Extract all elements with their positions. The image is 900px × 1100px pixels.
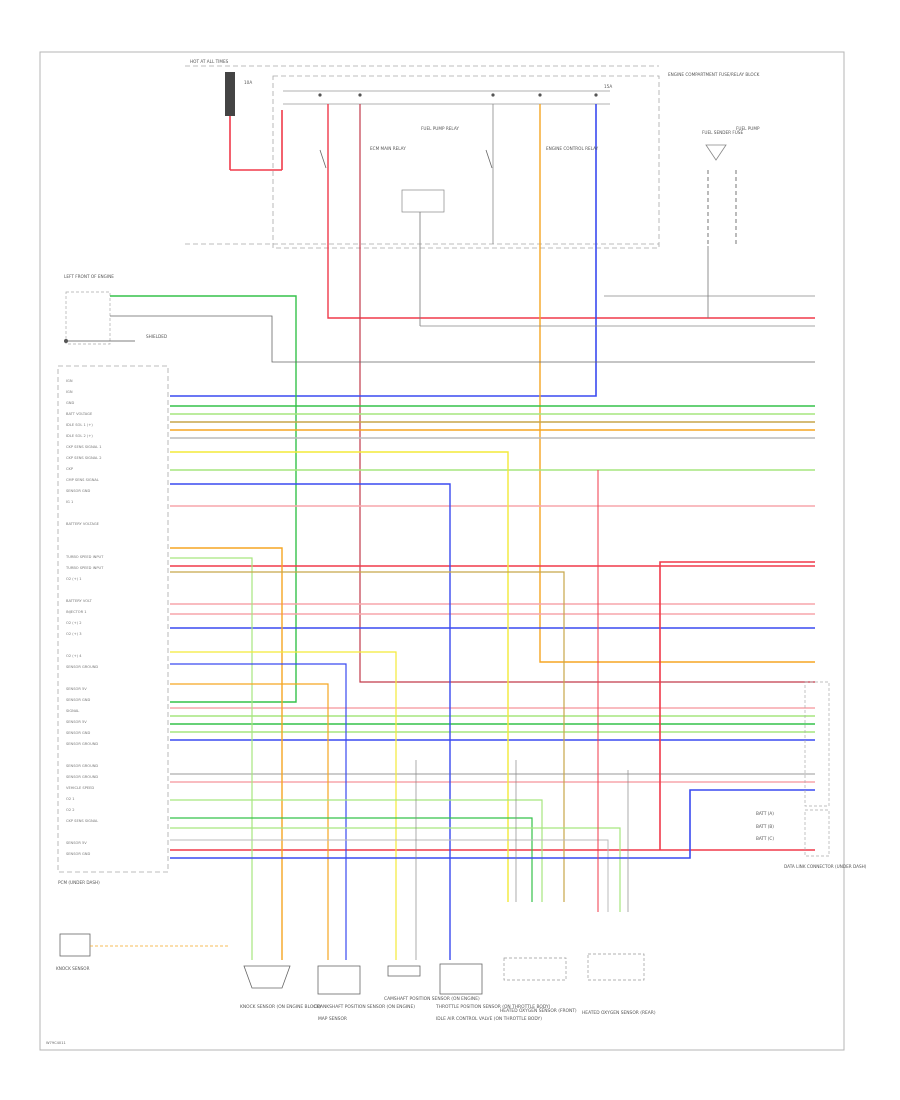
batt-b-label: BATT (B) (756, 824, 774, 829)
bottom-component-6 (587, 953, 645, 981)
bottom-component-3 (387, 965, 421, 977)
wire-black-shield (110, 315, 815, 363)
pcm-pin-label: SENSOR GROUND (66, 665, 98, 669)
pcm-pin-label: VEHICLE SPEED (66, 786, 94, 790)
fuse-block-label: ENGINE COMPARTMENT FUSE/RELAY BLOCK (668, 72, 760, 77)
wire-lgreen-bottom (170, 557, 253, 960)
bottom-label-1: KNOCK SENSOR (ON ENGINE BLOCK) (240, 1004, 321, 1010)
shield-ground (64, 291, 135, 345)
fusible-link-icon (225, 72, 283, 171)
wire-red-2 (659, 561, 815, 850)
wire-orange-2 (170, 683, 329, 960)
pcm-pin-label: IDLE SOL 1 (+) (66, 423, 93, 427)
pcm-pin-label: SENSOR GROUND (66, 775, 98, 779)
batt-c-label: BATT (C) (756, 836, 774, 841)
pcm-pin-label: SENSOR GND (66, 731, 90, 735)
wire-blue-bottom (170, 483, 451, 960)
wire-lgreen-2 (170, 799, 543, 902)
fuel-sender-fuse-label: FUEL SENDER FUSE (702, 130, 743, 135)
pcm-label: PCM (UNDER DASH) (58, 880, 100, 885)
fuel-pump-icon (705, 144, 737, 246)
wire-green-shield (110, 295, 297, 703)
wire-green-2 (170, 817, 533, 902)
ecm-main-relay-label: ECM MAIN RELAY (370, 146, 406, 151)
wire-yellow (170, 451, 509, 902)
pcm-pin-label: SIGNAL (66, 709, 79, 713)
pcm-pin-label: TURBO SPEED INPUT (65, 566, 104, 570)
pcm-pin-label: SENSOR GND (66, 852, 90, 856)
wire-blue-3 (170, 789, 815, 859)
fuel-pump-label: FUEL PUMP (736, 126, 760, 131)
bottom-label-4: THROTTLE POSITION SENSOR (ON THROTTLE BO… (435, 1004, 551, 1010)
pcm-pin-label: SENSOR 5V (66, 720, 87, 724)
pcm-pin-label: SENSOR 5V (66, 841, 87, 845)
bottom-component-2 (317, 965, 361, 995)
fuse-15a-label: 15A (604, 84, 612, 89)
pcm-pin-label: O2 1 (66, 797, 75, 801)
pcm-pin-label: CKP SENS SIGNAL 1 (66, 445, 102, 449)
wire-yellow-2 (170, 651, 397, 960)
batt-a-label: BATT (A) (756, 811, 774, 816)
pcm-pin-label: TURBO SPEED INPUT (65, 555, 104, 559)
bottom-label-3: CAMSHAFT POSITION SENSOR (ON ENGINE) (384, 996, 480, 1002)
fuel-pump-relay-label: FUEL PUMP RELAY (421, 126, 459, 131)
bottom-component-5 (503, 957, 567, 981)
hot-at-all-times-label: HOT AT ALL TIMES (190, 59, 229, 64)
ground-sensor-label: LEFT FRONT OF ENGINE (64, 274, 114, 279)
wire-red-main (327, 104, 815, 319)
bottom-component-1 (243, 965, 291, 989)
pcm-pin-label: CKP SENS SIGNAL (66, 819, 98, 823)
pcm-pin-label: O2 (+) 1 (66, 577, 82, 581)
pcm-box (57, 365, 169, 873)
pcm-pin-label: CMP SENS SIGNAL (66, 478, 99, 482)
wire-blue-2 (170, 663, 347, 960)
pcm-pin-label: SENSOR GROUND (66, 742, 98, 746)
pcm-pin-label: BATTERY VOLT (66, 599, 93, 603)
idle-air-label: IDLE AIR CONTROL VALVE (ON THROTTLE BODY… (436, 1016, 542, 1022)
wire-olive-bottom (170, 571, 565, 902)
shield-label: SHIELDED (146, 334, 167, 339)
fuse-10a-label: 10A (244, 80, 252, 85)
pcm-pin-label: O2 (+) 3 (66, 632, 82, 636)
data-link-connector (804, 681, 830, 857)
bottom-component-4 (439, 963, 483, 995)
pcm-pin-label: CKP SENS SIGNAL 2 (66, 456, 102, 460)
figure-code: W79C4011 (46, 1041, 66, 1045)
pcm-pin-label: SENSOR GROUND (66, 764, 98, 768)
pcm-pin-label: CKP (66, 467, 74, 471)
data-link-label: DATA LINK CONNECTOR (UNDER DASH) (784, 864, 867, 869)
pcm-pin-label: INJECTOR 1 (66, 610, 87, 614)
wire-blue-top (170, 104, 597, 397)
pcm-pin-label: SENSOR GND (66, 489, 90, 493)
pcm-pin-label: O2 2 (66, 808, 75, 812)
knock-sensor-left-label: KNOCK SENSOR (56, 966, 90, 971)
pcm-pin-label: SENSOR 5V (66, 687, 87, 691)
wire-lgreen-3 (170, 827, 621, 912)
wire-orange-drop (539, 104, 815, 663)
knock-sensor-icon (59, 933, 228, 957)
wire-darkred-drop (359, 104, 815, 683)
wires-layer (110, 104, 815, 960)
pcm-pin-label: IGN (66, 379, 73, 383)
pcm-pin-label: O2 (+) 2 (66, 621, 82, 625)
pcm-pin-label: SENSOR GND (66, 698, 90, 702)
wire-orange-bottom (170, 547, 283, 960)
fuse-relay-block (185, 65, 660, 249)
engine-control-relay-label: ENGINE CONTROL RELAY (546, 146, 599, 151)
bottom-label-6: HEATED OXYGEN SENSOR (REAR) (582, 1010, 656, 1016)
wire-grey-2 (170, 839, 609, 912)
bottom-label-5: HEATED OXYGEN SENSOR (FRONT) (500, 1008, 577, 1014)
bottom-label-2: CRANKSHAFT POSITION SENSOR (ON ENGINE) (314, 1004, 415, 1010)
pin-labels-layer: IGN IGN GND BATT VOLTAGE IDLE SOL 1 (+) IDLE … (65, 379, 104, 856)
pcm-pin-label: IG 1 (66, 500, 73, 504)
pcm-pin-label: GND (66, 401, 74, 405)
pcm-pin-label: BATTERY VOLTAGE (66, 522, 100, 526)
pcm-pin-label: IDLE SOL 2 (+) (66, 434, 93, 438)
pcm-pin-label: IGN (66, 390, 73, 394)
pcm-pin-label: O2 (+) 4 (66, 654, 82, 658)
map-sensor-label: MAP SENSOR (318, 1016, 347, 1022)
diagram-frame (39, 51, 845, 1051)
pcm-pin-label: BATT VOLTAGE (66, 412, 93, 416)
